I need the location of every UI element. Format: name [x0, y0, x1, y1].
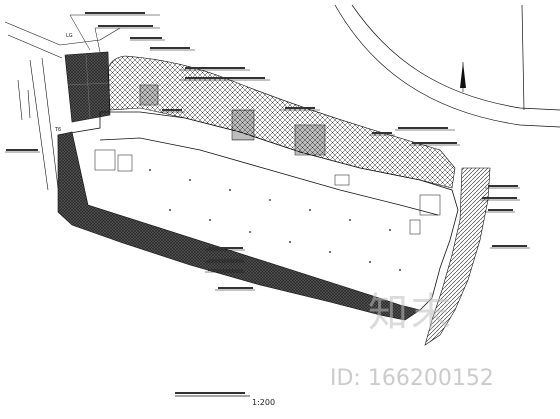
column-grid — [149, 169, 401, 271]
north-arrow-icon — [460, 62, 466, 92]
road-curve — [334, 4, 560, 128]
perimeter-band — [57, 131, 421, 321]
watermark-logo: 知末 — [368, 290, 454, 336]
left-road-lines — [4, 21, 121, 191]
inner-structures — [94, 149, 441, 235]
annotation-text-bars — [6, 12, 527, 394]
landscape-band — [107, 55, 456, 189]
parking-block — [64, 51, 111, 123]
scale-label: 1:200 — [252, 398, 276, 407]
label-t6: T6 — [55, 127, 62, 133]
leader-lines — [5, 14, 530, 291]
label-lg: LG — [66, 33, 73, 39]
watermark-id: ID: 166200152 — [330, 366, 494, 391]
